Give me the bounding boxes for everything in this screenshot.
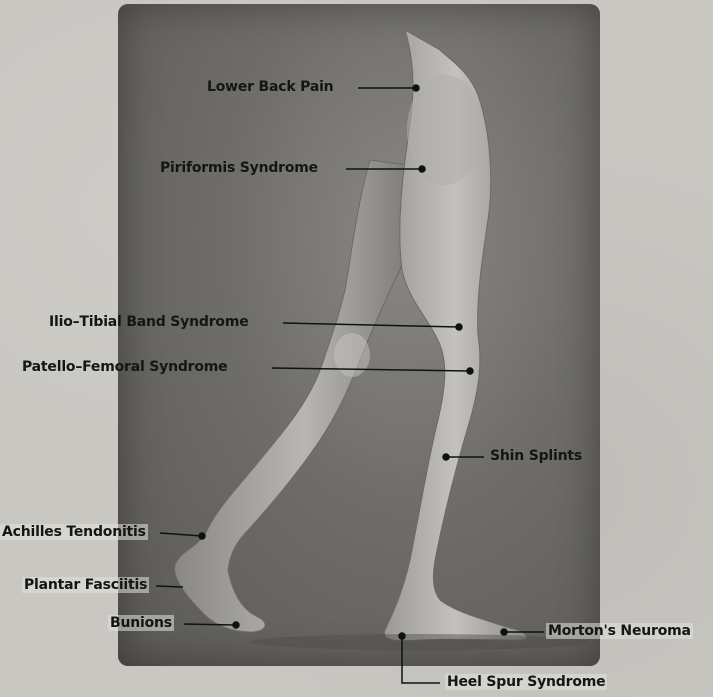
- label-plantar-fasciitis: Plantar Fasciitis: [22, 577, 149, 593]
- label-piriformis-syndrome: Piriformis Syndrome: [160, 160, 318, 176]
- leader-plantar: [156, 586, 183, 587]
- dot-patello: [467, 368, 473, 374]
- dot-lower-back: [413, 85, 419, 91]
- dot-shin: [443, 454, 449, 460]
- label-lower-back-pain: Lower Back Pain: [207, 79, 333, 95]
- dot-heel-spur: [399, 633, 405, 639]
- label-mortons-neuroma: Morton's Neuroma: [546, 623, 693, 639]
- floor-shadow: [250, 634, 590, 650]
- label-heel-spur-syndrome: Heel Spur Syndrome: [445, 674, 607, 690]
- label-achilles-tendonitis: Achilles Tendonitis: [0, 524, 148, 540]
- label-patello-femoral-syndrome: Patello–Femoral Syndrome: [22, 359, 227, 375]
- dot-itb: [456, 324, 462, 330]
- label-bunions: Bunions: [108, 615, 174, 631]
- dot-mortons: [501, 629, 507, 635]
- leader-achilles: [160, 533, 202, 536]
- leader-patello: [272, 368, 470, 371]
- knee-highlight: [334, 333, 370, 377]
- label-ilio-tibial-band-syndrome: Ilio–Tibial Band Syndrome: [49, 314, 249, 330]
- label-shin-splints: Shin Splints: [490, 448, 582, 464]
- dot-piriformis: [419, 166, 425, 172]
- dot-bunions: [233, 622, 239, 628]
- dot-achilles: [199, 533, 205, 539]
- back-leg: [175, 160, 410, 632]
- leader-bunions: [184, 624, 236, 625]
